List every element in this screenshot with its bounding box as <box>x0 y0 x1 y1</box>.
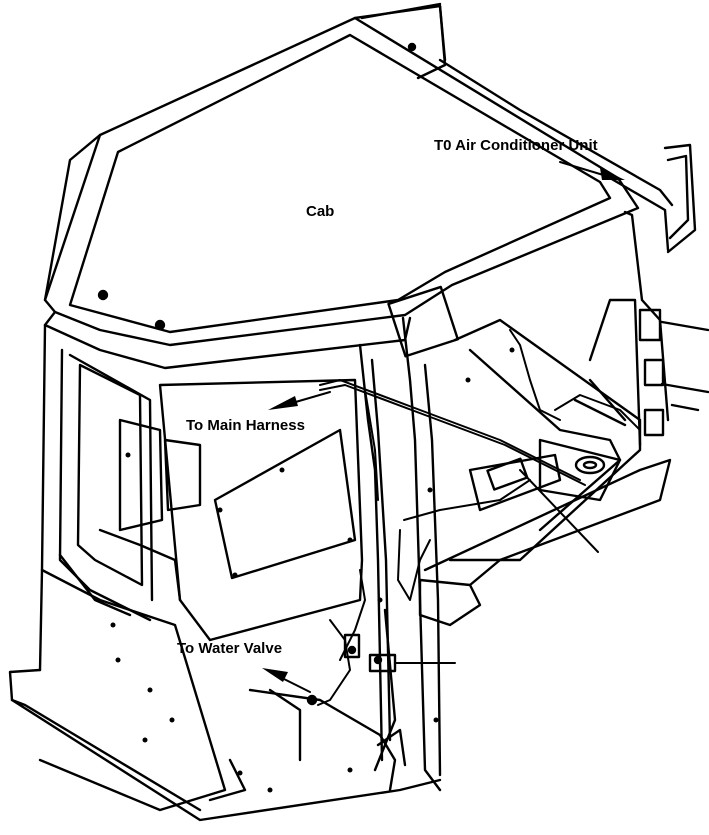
rear-deck <box>448 298 642 562</box>
main-harness-label: To Main Harness <box>186 417 305 434</box>
roof-rear-rail <box>438 58 709 422</box>
cab-label: Cab <box>306 203 335 220</box>
roof-panel <box>43 2 640 370</box>
connectors <box>306 285 665 706</box>
center-pillar <box>358 316 442 792</box>
water-valve-label: To Water Valve <box>177 640 283 657</box>
lower-body <box>208 458 672 802</box>
callout-arrows <box>262 161 625 693</box>
fasteners <box>110 347 515 793</box>
side-window <box>58 378 364 642</box>
wire-harness <box>317 329 641 706</box>
air-conditioner-label: T0 Air Conditioner Unit <box>434 137 598 154</box>
